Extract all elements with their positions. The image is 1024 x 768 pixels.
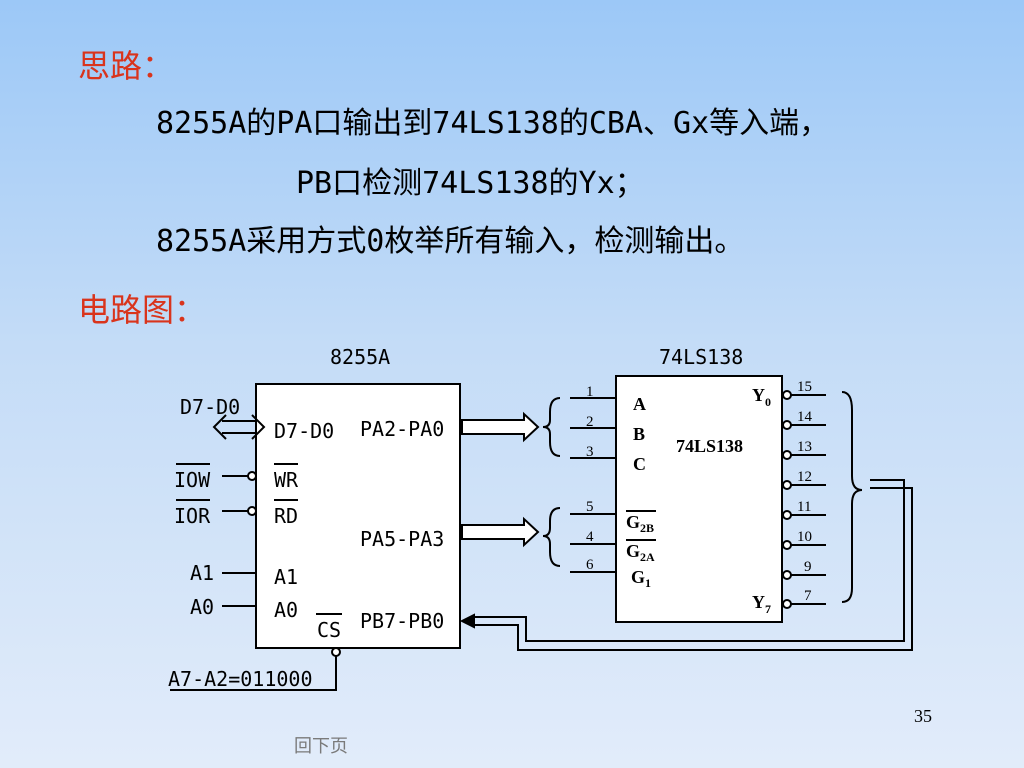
data-bus-label: D7-D0 xyxy=(180,395,240,419)
feedback-path-outer xyxy=(470,479,905,642)
pin-pa5-pa3: PA5-PA3 xyxy=(360,527,444,551)
pin-number-12: 12 xyxy=(797,469,812,485)
pin-number-6: 6 xyxy=(586,557,594,573)
pa2-pa0-arrow xyxy=(461,411,540,443)
pin-number-3: 3 xyxy=(586,444,594,460)
iow-label: IOW xyxy=(174,468,211,492)
a1-label: A1 xyxy=(190,561,214,585)
enable-g2b: G2B xyxy=(626,512,654,535)
a0-label: A0 xyxy=(190,595,214,619)
pin-number-9: 9 xyxy=(804,559,812,575)
approach-line-1: 8255A的PA口输出到74LS138的CBA、Gx等入端， xyxy=(156,106,830,141)
pin-number-7: 7 xyxy=(804,588,812,604)
chip-8255a-title: 8255A xyxy=(330,345,390,369)
page-number: 35 xyxy=(914,706,932,726)
input-a: A xyxy=(633,394,646,414)
pin-a1: A1 xyxy=(274,565,298,589)
next-page-link[interactable]: 回下页 xyxy=(294,736,348,757)
data-bus-arrow xyxy=(212,414,266,440)
circuit-heading: 电路图： xyxy=(78,291,207,329)
pin-d7-d0: D7-D0 xyxy=(274,419,334,443)
pa5-pa3-arrow xyxy=(461,516,540,548)
address-line xyxy=(170,656,337,691)
outputs-brace xyxy=(841,391,863,603)
chip-74ls138-body xyxy=(615,375,783,623)
pin-number-1: 1 xyxy=(586,384,594,400)
pin-number-15: 15 xyxy=(797,379,812,395)
approach-line-2: PB口检测74LS138的Yx； xyxy=(296,166,645,201)
approach-heading: 思路： xyxy=(78,47,175,85)
iow-bubble xyxy=(247,471,257,481)
pin-pa2-pa0: PA2-PA0 xyxy=(360,417,444,441)
output-y7: Y7 xyxy=(752,592,771,616)
pin-rd: RD xyxy=(274,504,298,528)
pb7-pb0-arrowhead xyxy=(459,613,475,629)
enable-g2a: G2A xyxy=(626,541,655,564)
pin-number-4: 4 xyxy=(586,529,594,545)
pin-number-2: 2 xyxy=(586,414,594,430)
enable-g1: G1 xyxy=(631,567,651,590)
input-c: C xyxy=(633,454,646,474)
enable-brace xyxy=(542,507,561,567)
feedback-path-inner xyxy=(470,487,913,651)
ior-bubble xyxy=(247,506,257,516)
input-b: B xyxy=(633,424,645,444)
output-y0: Y0 xyxy=(752,385,771,409)
pin-number-11: 11 xyxy=(797,499,811,515)
address-decode-label: A7-A2=011000 xyxy=(168,667,313,691)
cs-bubble xyxy=(331,647,341,657)
ior-label: IOR xyxy=(174,504,211,528)
pin-number-13: 13 xyxy=(797,439,812,455)
pin-number-14: 14 xyxy=(797,409,813,425)
pin-number-5: 5 xyxy=(586,499,594,515)
pin-a0: A0 xyxy=(274,598,298,622)
chip-8255a-body xyxy=(255,383,461,649)
pin-wr: WR xyxy=(274,468,299,492)
chip-74ls138-center-label: 74LS138 xyxy=(676,436,743,456)
chip-74ls138-title: 74LS138 xyxy=(659,345,743,369)
pin-number-10: 10 xyxy=(797,529,812,545)
approach-line-3: 8255A采用方式0枚举所有输入，检测输出。 xyxy=(156,224,745,259)
pin-pb7-pb0: PB7-PB0 xyxy=(360,609,444,633)
pin-cs: CS xyxy=(317,618,341,642)
abc-brace xyxy=(542,397,561,457)
